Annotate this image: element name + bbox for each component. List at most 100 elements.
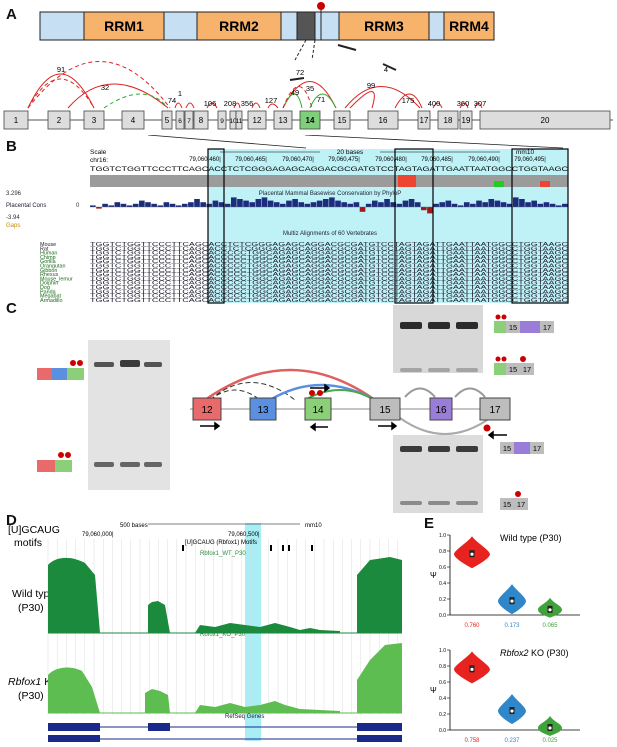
zoom-connector-right (304, 135, 564, 149)
species-seq: TGGTCTGGTTCCCTTCAGCACCCCCTGGCAGAGCAGGACG… (90, 255, 568, 261)
highlight-region (208, 149, 568, 303)
motif-ticks (182, 545, 313, 551)
exon-label-7: 7 (187, 118, 191, 125)
panel-letter-a: A (6, 6, 17, 23)
site-marker (317, 2, 325, 10)
cons-bar (525, 202, 531, 207)
junction-count-labels: 91 32 74 1 106 208 356 127 72 49 35 71 4… (57, 65, 486, 108)
species-seq: TGGTCTGGTTCCCTTCAGCACCCCCTGGCAGAGCAGGACG… (90, 259, 568, 265)
coord-label: 79,060,465| (235, 157, 267, 163)
exon-label-4: 4 (131, 116, 136, 125)
cons-track-label: Placental Cons (6, 203, 46, 209)
violin-median (510, 599, 514, 603)
svg-text:17: 17 (517, 500, 525, 509)
cons-bar (304, 203, 311, 207)
exon-17 (417, 110, 431, 130)
cons-bar (390, 202, 396, 207)
exon-label-11: 11 (236, 118, 243, 125)
violin-value-label: 0.758 (464, 738, 480, 744)
panel-c: 12 13 14 15 16 17 15 17 (37, 305, 554, 513)
met-codon-box (494, 181, 504, 187)
cons-top-value: 3.296 (6, 191, 22, 197)
d-coord-left: 79,060,000| (82, 532, 114, 538)
zoom-line-left (294, 39, 307, 61)
exon-label-10: 10 (229, 118, 237, 125)
motif-label-line2: motifs (14, 537, 42, 549)
panel-d-left-labels: [U]GCAUG motifs Wild type (P30) Rbfox1 K… (8, 524, 60, 702)
svg-text:4: 4 (384, 65, 388, 74)
violin-value-label: 0.065 (542, 623, 558, 629)
coordinate-row: 79,060,460|79,060,465|79,060,470|79,060,… (189, 157, 546, 163)
ko-label-line2: (P30) (18, 690, 44, 702)
exon-1 (3, 110, 29, 130)
species-seq: TGGTCTGGTTCCCTTCAGCACCCCCTGGCAGAGCAGGACG… (90, 298, 568, 304)
species-name: Rat (40, 246, 49, 252)
exon-label-1: 1 (14, 116, 19, 125)
species-name: Panda (40, 289, 56, 295)
exon-7 (184, 110, 194, 130)
gel-right-top-bands (400, 322, 478, 372)
chr-label: chr16: (90, 157, 108, 164)
svg-text:106: 106 (204, 99, 217, 108)
species-name: Human (40, 251, 57, 257)
zoom-connector-left (147, 135, 307, 149)
gel-right-top (393, 305, 483, 373)
species-seq: TGGTCTGGTTCCCTTCAGCACCCCCTGGCAGAGCAGGACG… (90, 289, 568, 295)
violin-median (470, 667, 474, 671)
cons-zero: 0 (76, 203, 80, 209)
cons-bar (414, 202, 421, 207)
cons-bar (243, 200, 249, 207)
scale-bar-label: 20 bases (337, 149, 364, 156)
coord-label: 79,060,490| (468, 157, 500, 163)
d-genome-label: mm10 (305, 523, 322, 529)
cons-bar (359, 207, 366, 212)
exon-diagram-labels: 12 13 14 15 16 17 (201, 405, 501, 416)
svg-text:35: 35 (306, 84, 314, 93)
cons-bar (255, 199, 262, 207)
cons-bar (286, 200, 292, 207)
break-mark-2 (382, 63, 397, 71)
rrm3-label: RRM3 (364, 18, 404, 34)
violin-value-label: 0.173 (504, 623, 520, 629)
exon-label-18: 18 (444, 116, 453, 125)
cons-bar (537, 203, 544, 207)
violin-median (548, 608, 552, 612)
violin-median (548, 726, 552, 730)
gel-left-bands (94, 360, 162, 467)
svg-text:360: 360 (457, 99, 470, 108)
svg-text:14: 14 (312, 405, 324, 416)
cons-bar (273, 202, 280, 207)
svg-text:17: 17 (533, 444, 541, 453)
rrm1-label: RRM1 (104, 18, 144, 34)
species-name: Megabat (40, 294, 61, 300)
cons-bar (298, 202, 305, 207)
chart-title: Rbfox2 KO (P30) (500, 648, 569, 658)
cons-bar (335, 200, 341, 207)
species-name: Dog (40, 285, 50, 291)
species-name: Gibbon (40, 268, 57, 274)
svg-text:99: 99 (367, 81, 375, 90)
exon-label-6: 6 (178, 118, 182, 125)
y-tick-label: 0.4 (439, 581, 446, 587)
wt-coverage (48, 557, 402, 633)
y-tick-label: 0.2 (439, 712, 446, 718)
cons-bar (488, 199, 495, 207)
wt-label-line1: Wild type (12, 588, 55, 600)
svg-text:17: 17 (489, 405, 501, 416)
cons-bar (347, 203, 354, 207)
panel-b-browser: Scale chr16: 20 bases mm10 79,060,460|79… (6, 135, 569, 304)
d-ko-track-label: Rbfox1_KO_P30 (200, 632, 246, 638)
isoform-12-14 (37, 452, 72, 472)
exon-18 (437, 110, 459, 130)
coord-label: 79,060,475| (328, 157, 360, 163)
conservation-bars (90, 197, 568, 214)
cons-bar (230, 197, 237, 207)
y-tick-label: 0.6 (439, 565, 446, 571)
zoom-line-right (311, 39, 316, 61)
svg-text:15: 15 (379, 405, 391, 416)
y-axis-label: Ψ (430, 571, 437, 580)
rrm4-domain (443, 11, 495, 41)
isoform-12-13-14 (37, 360, 84, 380)
svg-text:400: 400 (428, 99, 441, 108)
ref-seq-text: TGGTCTGGTTCCCTTCAGCACCTCTCGGGAGAGCAGGACG… (90, 166, 569, 173)
